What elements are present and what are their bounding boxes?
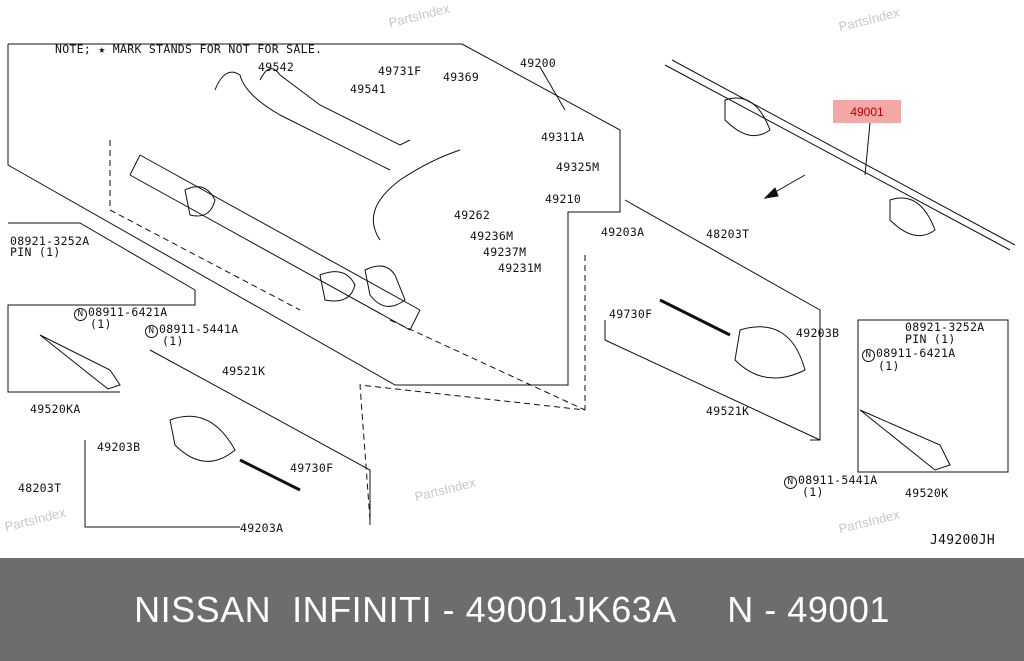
part-label: 49237M — [483, 245, 527, 259]
part-label: (1) — [90, 317, 112, 331]
part-label: 49325M — [556, 160, 600, 174]
part-label: 08921-3252A — [905, 320, 985, 334]
part-label: 49730F — [290, 461, 334, 475]
part-label: PIN (1) — [905, 332, 956, 346]
part-label: 49231M — [498, 261, 542, 275]
part-label: 49210 — [545, 192, 582, 206]
part-label: 49521K — [222, 364, 266, 378]
diagram-linework — [7, 43, 1016, 528]
part-label: (1) — [162, 334, 184, 348]
part-label: 49731F — [378, 64, 422, 78]
part-label: 49542 — [258, 60, 295, 74]
part-label: 48203T — [18, 481, 62, 495]
part-label: 49262 — [454, 208, 491, 222]
part-label: PIN (1) — [10, 245, 61, 259]
part-label: 49521K — [706, 404, 750, 418]
part-label: (1) — [802, 485, 824, 499]
diagram-code: J49200JH — [930, 533, 996, 548]
part-number: 08911-5441A — [798, 473, 878, 487]
part-label: 49520KA — [30, 402, 81, 416]
n-symbol: N — [145, 325, 158, 338]
part-label: 49236M — [470, 229, 514, 243]
part-label: 08921-3252A — [10, 234, 90, 248]
part-label: 49520K — [905, 486, 949, 500]
part-label: 49730F — [609, 307, 653, 321]
part-label: 49203A — [601, 225, 645, 239]
part-label: 49203B — [97, 440, 141, 454]
note-text: NOTE; ★ MARK STANDS FOR NOT FOR SALE. — [55, 42, 323, 56]
part-number: 08911-5441A — [159, 322, 239, 336]
footer-title: NISSAN INFINITI - 49001JK63A N - 49001 — [134, 588, 890, 630]
parts-diagram: PartsIndex PartsIndex PartsIndex PartsIn… — [3, 1, 1016, 548]
n-symbol: N — [74, 308, 87, 321]
part-number: 08911-6421A — [876, 346, 956, 360]
part-label: 49200 — [520, 56, 557, 70]
part-label: (1) — [878, 359, 900, 373]
part-label: 49541 — [350, 82, 387, 96]
part-label: 49311A — [541, 130, 585, 144]
part-label: 48203T — [706, 227, 750, 241]
n-symbol: N — [862, 349, 875, 362]
highlighted-part-callout[interactable]: 49001 — [833, 100, 901, 123]
part-label: 49203B — [796, 326, 840, 340]
n-symbol: N — [784, 476, 797, 489]
part-label: 49203A — [240, 521, 284, 535]
part-number: 08911-6421A — [88, 305, 168, 319]
footer-bar: NISSAN INFINITI - 49001JK63A N - 49001 — [0, 558, 1024, 661]
part-label: 49369 — [443, 70, 480, 84]
